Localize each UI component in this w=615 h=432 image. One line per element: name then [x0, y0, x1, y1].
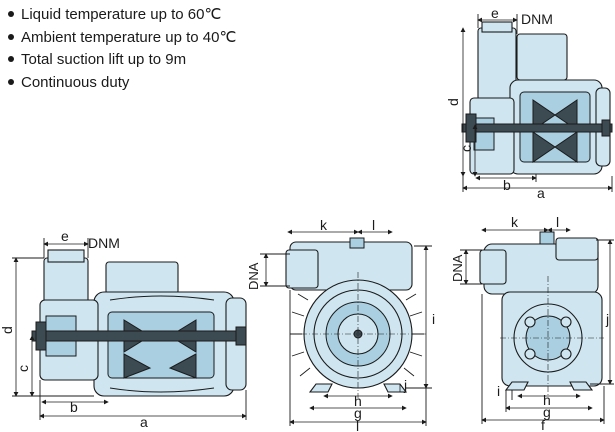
feature-text: Liquid temperature up to 60℃ [21, 6, 222, 23]
dim-label-j: j [403, 377, 407, 393]
inlet-flange [47, 249, 85, 263]
dim-label-dnm: DNM [521, 11, 553, 27]
front-view-outlet [260, 229, 432, 426]
dim-label-e: e [491, 5, 499, 21]
feature-item: Total suction lift up to 9m [6, 49, 236, 72]
dim-label-k: k [511, 214, 519, 230]
dim-label-b: b [503, 177, 511, 193]
dim-label-dnm: DNM [88, 235, 120, 251]
feet [308, 383, 408, 393]
feature-item: Continuous duty [6, 72, 236, 95]
shaft [31, 330, 247, 342]
feature-item: Ambient temperature up to 40℃ [6, 27, 236, 50]
dim-label-i: i [432, 311, 435, 327]
inlet-flange [481, 21, 513, 33]
dim-label-dna: DNA [246, 262, 261, 290]
dim-label-c: c [15, 365, 31, 372]
dim-label-g: g [543, 404, 551, 420]
bullet-icon [8, 56, 14, 63]
terminal-box [516, 33, 568, 81]
dim-label-g: g [354, 405, 362, 421]
dim-label-j: j [605, 311, 609, 327]
dim-label-h: h [543, 392, 551, 408]
dim-label-f: f [541, 417, 545, 432]
bullet-icon [8, 11, 14, 18]
dim-label-a: a [140, 414, 148, 430]
dim-label-d: d [0, 326, 15, 334]
dim-label-k: k [320, 217, 328, 233]
dim-label-d: d [445, 98, 461, 106]
motor-winding [532, 99, 578, 163]
shaft [461, 123, 613, 133]
bullet-icon [8, 78, 14, 85]
dim-label-c: c [458, 145, 474, 152]
side-view-bottom [12, 238, 247, 420]
dim-label-l: l [372, 217, 375, 233]
feature-list: Liquid temperature up to 60℃ Ambient tem… [6, 4, 236, 94]
dim-label-a: a [537, 185, 545, 201]
dim-label-l: l [556, 214, 559, 230]
front-view-inlet [460, 227, 614, 424]
feature-text: Ambient temperature up to 40℃ [21, 28, 237, 46]
dim-label-e: e [61, 228, 69, 244]
outlet-port [285, 249, 319, 289]
dim-label-h: h [354, 393, 362, 409]
feet [504, 381, 594, 391]
terminal-box [105, 261, 179, 295]
dim-label-i: i [497, 383, 500, 399]
dim-label-l-bottom: l [356, 418, 359, 432]
dim-label-b: b [70, 399, 78, 415]
dim-label-dna: DNA [450, 254, 465, 282]
feature-text: Continuous duty [21, 73, 130, 91]
feature-item: Liquid temperature up to 60℃ [6, 4, 236, 27]
bullet-icon [8, 33, 14, 40]
outlet-port [479, 249, 507, 285]
feature-text: Total suction lift up to 9m [21, 51, 187, 68]
side-section-view-top [460, 14, 613, 192]
